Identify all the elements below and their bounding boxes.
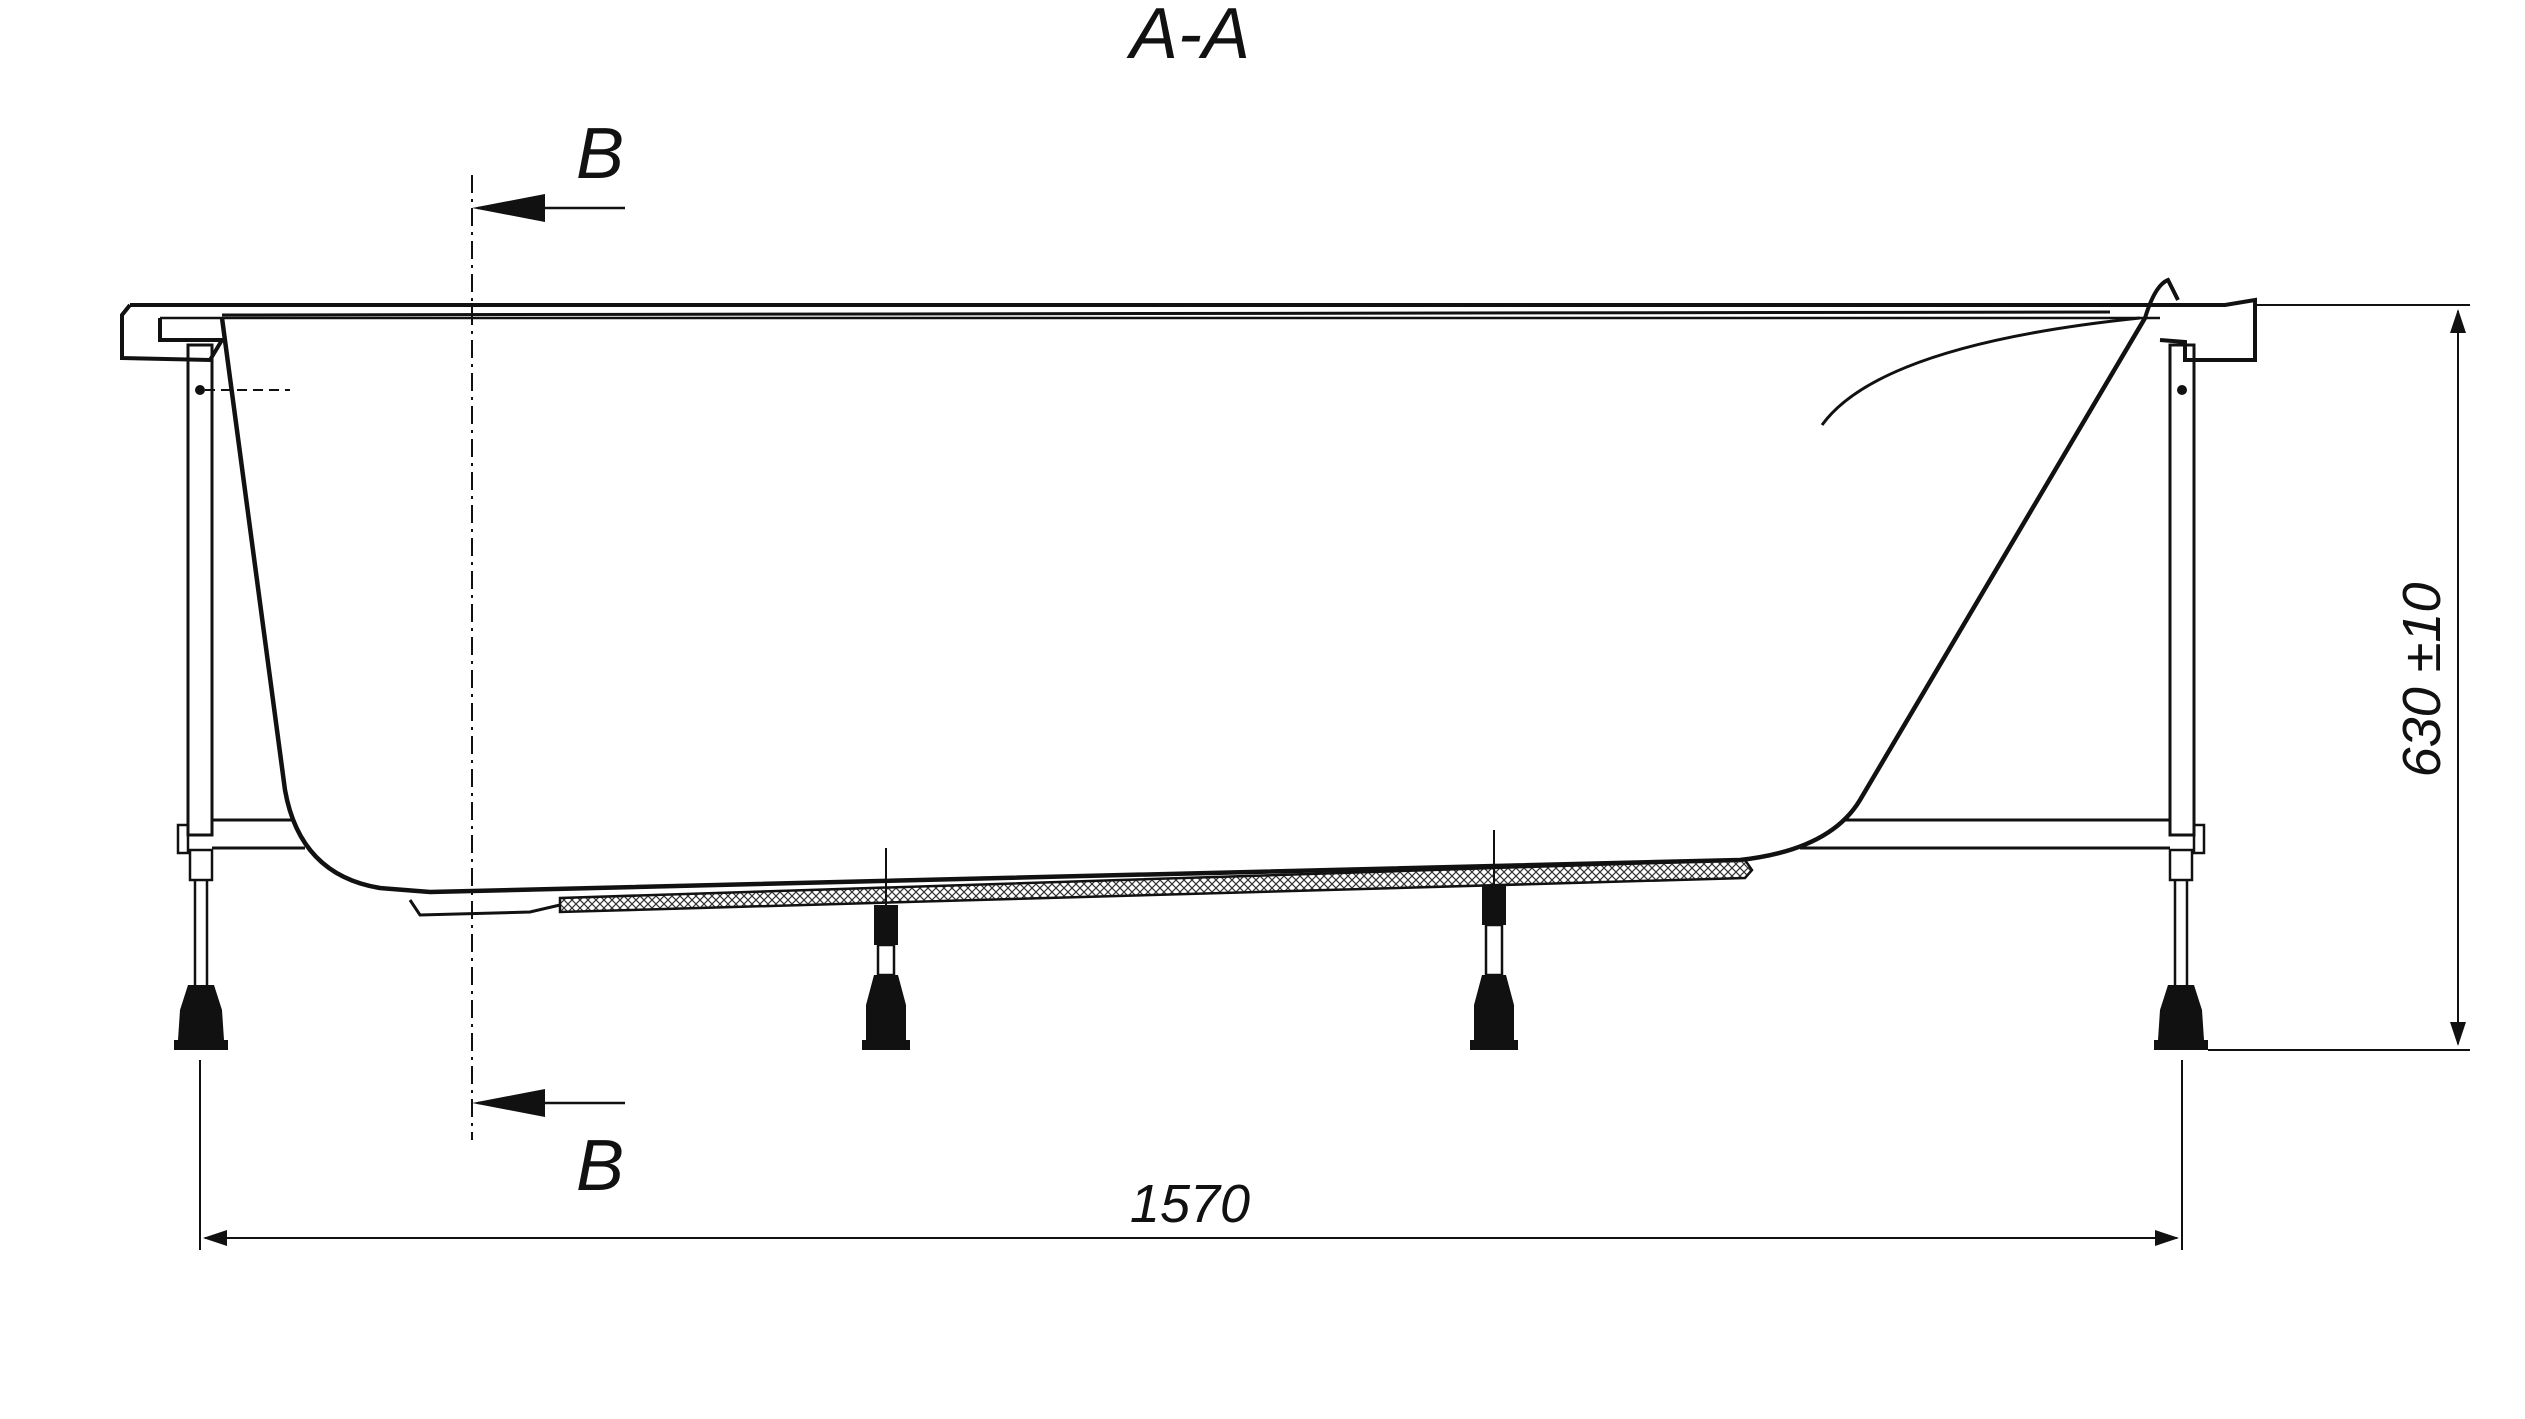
dimension-width: [199, 1060, 2183, 1250]
section-title: A-A: [1126, 0, 1250, 74]
dimension-width-label: 1570: [1130, 1174, 1250, 1234]
frame-rails: [212, 818, 2170, 850]
bathtub-rim: [120, 297, 2257, 363]
bottom-reinforcement: [558, 858, 1754, 914]
dimension-height: [2208, 304, 2470, 1051]
leg-middle-2: [1470, 830, 1518, 1050]
leg-left: [174, 343, 290, 1050]
leg-right: [2154, 343, 2208, 1050]
section-marker-bottom: B: [576, 1126, 624, 1206]
bathtub-shell: [219, 277, 2180, 917]
section-line-b: [471, 175, 625, 1140]
section-marker-top: B: [576, 114, 624, 194]
leg-middle-1: [862, 848, 910, 1050]
section-arrow-bottom: [472, 1089, 545, 1117]
dimension-height-label: 630 ±10: [2392, 583, 2452, 778]
section-arrow-top: [472, 194, 545, 222]
